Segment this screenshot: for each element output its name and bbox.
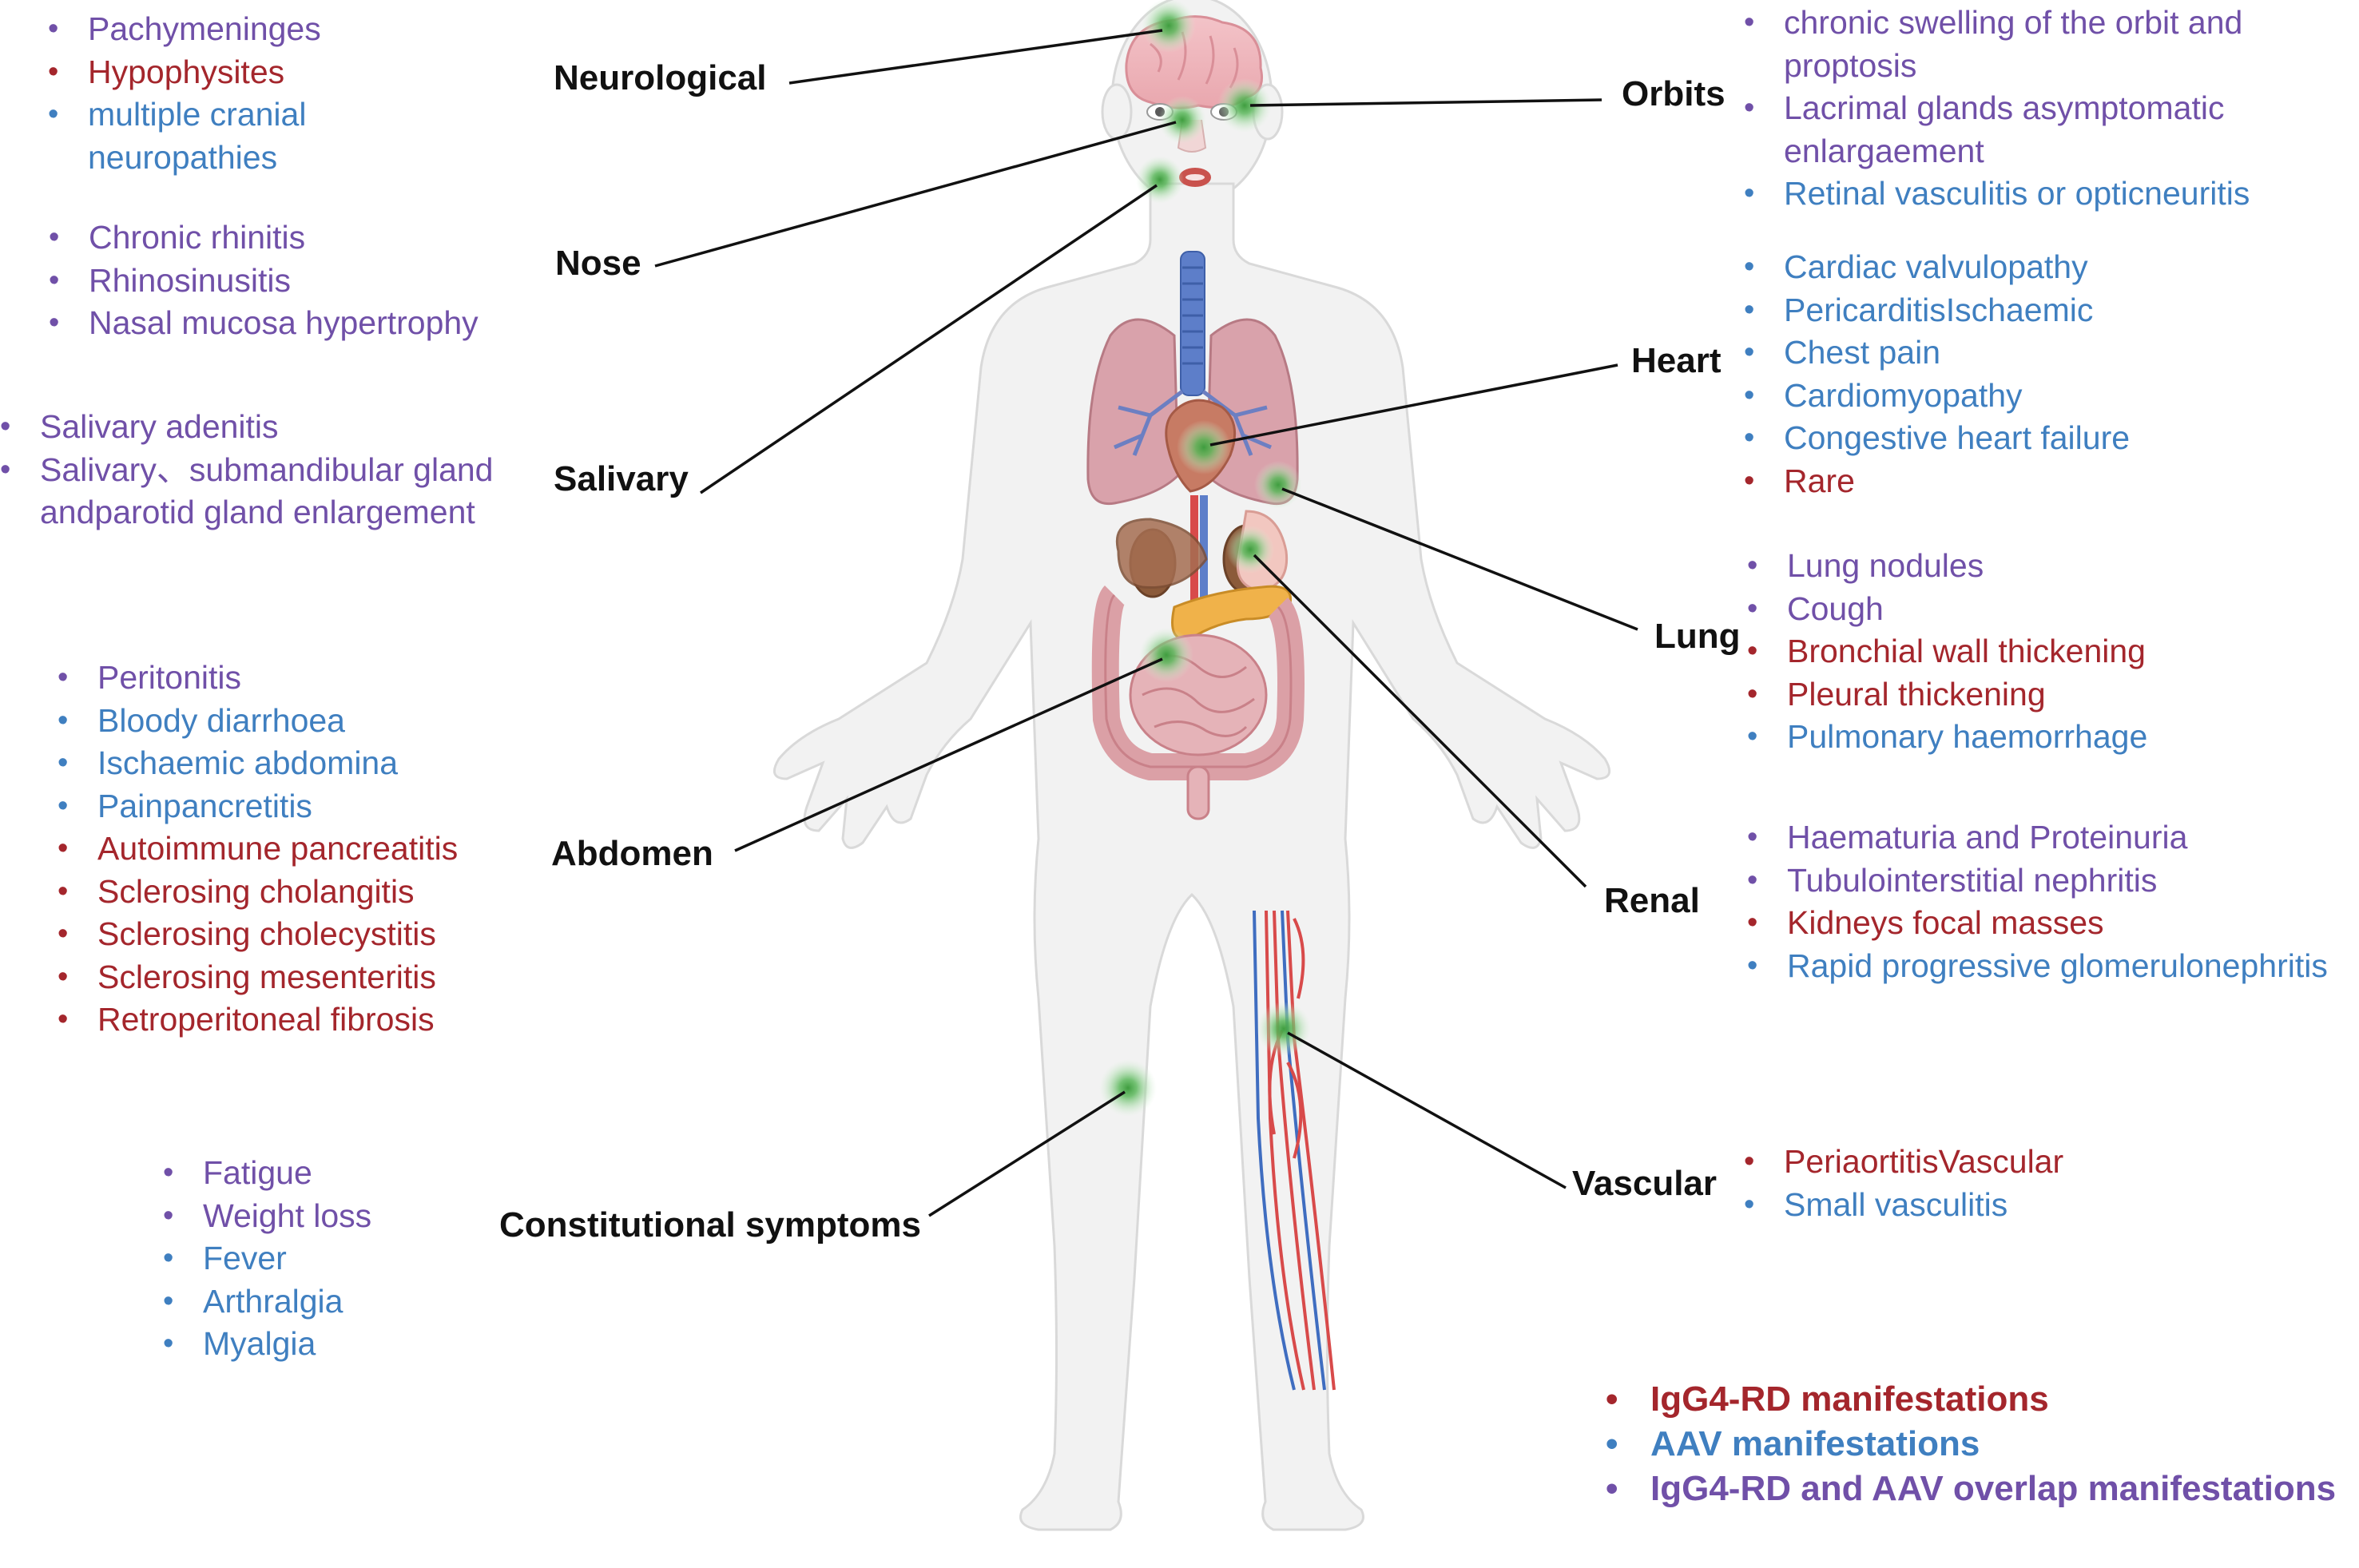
list-item: chronic swelling of the orbit and propto… — [1744, 2, 2311, 87]
leader-renal — [1253, 554, 1587, 888]
list-item: Painpancretitis — [58, 785, 458, 828]
list-nose: Chronic rhinitis Rhinosinusitis Nasal mu… — [49, 216, 479, 345]
marker-salivary — [1136, 156, 1184, 204]
leader-nose — [654, 121, 1177, 268]
legend-item-igg4: IgG4-RD manifestations — [1606, 1377, 2336, 1422]
site-label-abdomen: Abdomen — [551, 834, 713, 873]
leader-neurological — [788, 29, 1163, 85]
list-item: Small vasculitis — [1744, 1184, 2063, 1227]
list-neurological: Pachymeninges Hypophysites multiple cran… — [48, 8, 351, 179]
list-vascular: PeriaortitisVascular Small vasculitis — [1744, 1141, 2063, 1226]
list-item: Arthralgia — [163, 1280, 371, 1324]
marker-heart — [1177, 420, 1231, 474]
site-label-neurological: Neurological — [554, 58, 767, 97]
list-item: Peritonitis — [58, 657, 458, 700]
site-label-orbits: Orbits — [1622, 74, 1726, 113]
list-item: Sclerosing mesenteritis — [58, 956, 458, 999]
list-item: Kidneys focal masses — [1747, 902, 2328, 945]
list-item: Salivary adenitis — [0, 406, 543, 449]
list-item: Chronic rhinitis — [49, 216, 479, 260]
list-item: Cardiomyopathy — [1744, 375, 2130, 418]
list-item: Autoimmune pancreatitis — [58, 828, 458, 871]
list-item: Weight loss — [163, 1195, 371, 1238]
list-item: PeriaortitisVascular — [1744, 1141, 2063, 1184]
site-label-constitutional: Constitutional symptoms — [499, 1205, 922, 1244]
legend-item-aav: AAV manifestations — [1606, 1422, 2336, 1467]
list-item: Fatigue — [163, 1152, 371, 1195]
marker-constitutional — [1099, 1059, 1157, 1117]
list-item: Hypophysites — [48, 51, 351, 94]
inflammation-markers — [1099, 0, 1311, 1117]
leader-lung — [1281, 487, 1638, 631]
leader-constitutional — [928, 1090, 1126, 1217]
list-item: Pulmonary haemorrhage — [1747, 716, 2147, 759]
list-lung: Lung nodules Cough Bronchial wall thicke… — [1747, 545, 2147, 759]
list-item: Chest pain — [1744, 331, 2130, 375]
list-item: Pleural thickening — [1747, 673, 2147, 717]
list-item: Rare — [1744, 460, 2130, 503]
list-item: Retroperitoneal fibrosis — [58, 998, 458, 1042]
list-item: Bronchial wall thickening — [1747, 630, 2147, 673]
list-item: Cough — [1747, 588, 2147, 631]
trachea — [1180, 251, 1205, 396]
list-item: Myalgia — [163, 1323, 371, 1366]
legend: IgG4-RD manifestations AAV manifestation… — [1606, 1377, 2336, 1511]
list-item: Bloody diarrhoea — [58, 700, 458, 743]
list-abdomen: Peritonitis Bloody diarrhoea Ischaemic a… — [58, 657, 458, 1042]
list-item: Rapid progressive glomerulonephritis — [1747, 945, 2328, 988]
list-item: multiple cranial neuropathies — [48, 93, 351, 179]
list-item: Haematuria and Proteinuria — [1747, 816, 2328, 859]
site-label-heart: Heart — [1631, 341, 1722, 380]
list-item: Fever — [163, 1237, 371, 1280]
list-item: Pachymeninges — [48, 8, 351, 51]
list-item: Lacrimal glands asymptomatic enlargaemen… — [1744, 87, 2311, 173]
site-label-vascular: Vascular — [1572, 1164, 1718, 1203]
site-label-nose: Nose — [555, 244, 641, 283]
list-salivary: Salivary adenitis Salivary、submandibular… — [0, 406, 543, 534]
marker-abdomen — [1139, 628, 1193, 682]
list-item: Congestive heart failure — [1744, 417, 2130, 460]
marker-orbit — [1217, 78, 1272, 133]
leader-salivary — [700, 184, 1158, 494]
intestines — [1091, 586, 1305, 820]
list-item: Ischaemic abdomina — [58, 742, 458, 785]
list-renal: Haematuria and Proteinuria Tubulointerst… — [1747, 816, 2328, 987]
list-item: Lung nodules — [1747, 545, 2147, 588]
leader-lines — [654, 29, 1638, 1217]
leader-orbits — [1249, 98, 1602, 107]
marker-nose — [1158, 96, 1206, 144]
list-item: Rhinosinusitis — [49, 260, 479, 303]
liver — [1116, 518, 1208, 589]
list-item: Retinal vasculitis or opticneuritis — [1744, 173, 2311, 216]
list-item: Nasal mucosa hypertrophy — [49, 302, 479, 345]
list-item: Salivary、submandibular gland andparotid … — [0, 449, 543, 534]
list-constitutional: Fatigue Weight loss Fever Arthralgia Mya… — [163, 1152, 371, 1366]
site-label-lung: Lung — [1654, 617, 1741, 656]
site-label-salivary: Salivary — [554, 459, 689, 498]
marker-lung — [1254, 461, 1302, 509]
site-label-renal: Renal — [1604, 881, 1700, 920]
list-item: Tubulointerstitial nephritis — [1747, 859, 2328, 903]
list-heart: Cardiac valvulopathy PericarditisIschaem… — [1744, 246, 2130, 502]
legend-item-overlap: IgG4-RD and AAV overlap manifestations — [1606, 1467, 2336, 1511]
leader-vascular — [1287, 1031, 1567, 1189]
list-item: PericarditisIschaemic — [1744, 289, 2130, 332]
marker-vascular — [1257, 1002, 1311, 1056]
list-item: Sclerosing cholangitis — [58, 871, 458, 914]
leader-abdomen — [734, 657, 1163, 852]
list-item: Sclerosing cholecystitis — [58, 913, 458, 956]
marker-neurological — [1142, 0, 1196, 53]
list-orbits: chronic swelling of the orbit and propto… — [1744, 2, 2311, 216]
leader-heart — [1209, 363, 1618, 447]
list-item: Cardiac valvulopathy — [1744, 246, 2130, 289]
